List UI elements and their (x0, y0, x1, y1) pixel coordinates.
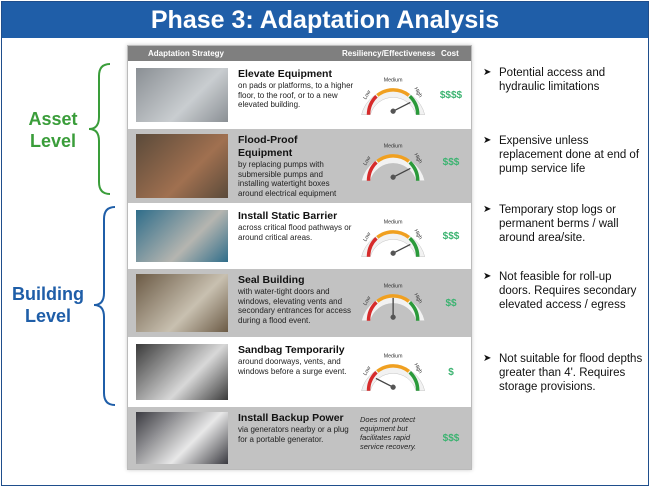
building-brace (93, 206, 116, 406)
gauge-high-label: High (412, 292, 423, 304)
strategy-photo (136, 210, 228, 262)
gauge-hub (390, 174, 396, 180)
strategy-title: Elevate Equipment (238, 68, 332, 80)
strategy-description: via generators nearby or a plug for a po… (238, 425, 349, 444)
note-text: Not feasible for roll-up doors. Requires… (499, 271, 637, 311)
strategy-note: Does not protect equipment but facilitat… (360, 415, 417, 451)
note-text: Potential access and hydraulic limitatio… (499, 67, 606, 93)
gauge-low-label: Low (362, 89, 372, 101)
effectiveness-gauge: Low Medium High (361, 283, 426, 321)
building-level-label: Building Level (12, 284, 84, 326)
gauge-hub (390, 314, 396, 320)
gauge-needle (392, 243, 411, 254)
gauge-medium-label: Medium (384, 219, 403, 225)
note-bullet: ➤ Expensive unless replacement done at en… (483, 134, 646, 176)
gauge-hub (390, 384, 396, 390)
gauge-medium-label: Medium (384, 77, 403, 83)
gauge-medium-label: Medium (384, 283, 403, 289)
strategy-description: across critical flood pathways or around… (238, 223, 352, 242)
note-text: Expensive unless replacement done at end… (499, 135, 640, 175)
cost-rating: $$ (445, 298, 457, 309)
cost-rating: $$$ (442, 231, 460, 242)
header-strategy: Adaptation Strategy (148, 49, 225, 58)
cost-rating: $$$ (442, 157, 460, 168)
effectiveness-gauge: Low Medium High (361, 219, 426, 257)
strategy-photo (136, 412, 228, 464)
strategy-description: around doorways, vents, and windows befo… (238, 357, 347, 376)
strategy-description: by replacing pumps with submersible pump… (238, 160, 337, 198)
header-resiliency: Resiliency/Effectiveness (342, 49, 436, 58)
gauge-medium-label: Medium (384, 353, 403, 359)
cost-rating: $$$ (442, 433, 460, 444)
strategy-title: Seal Building (238, 274, 305, 286)
gauge-low-label: Low (362, 155, 372, 167)
strategy-title: Flood-Proof Equipment (238, 134, 298, 159)
note-text: Temporary stop logs or permanent berms /… (499, 204, 619, 244)
gauge-high-label: High (412, 152, 423, 164)
strategy-title: Install Static Barrier (238, 210, 338, 222)
slide-title: Phase 3: Adaptation Analysis (2, 2, 648, 38)
cost-rating: $ (448, 367, 454, 378)
effectiveness-gauge: Low Medium High (361, 143, 426, 181)
strategy-title: Sandbag Temporarily (238, 344, 345, 356)
effectiveness-gauge: Low Medium High (361, 353, 426, 391)
strategy-photo (136, 274, 228, 332)
gauge-high-label: High (412, 362, 423, 374)
strategy-photo (136, 344, 228, 400)
gauge-low-label: Low (362, 231, 372, 243)
strategy-description: on pads or platforms, to a higher floor,… (238, 81, 354, 109)
gauge-low-label: Low (362, 365, 372, 377)
gauge-needle (375, 377, 394, 388)
gauge-high-label: High (412, 228, 423, 240)
gauge-needle (392, 101, 411, 112)
arrow-bullet-icon: ➤ (483, 204, 492, 215)
cost-rating: $$$$ (439, 90, 463, 101)
gauge-high-label: High (412, 86, 423, 98)
strategy-photo (136, 68, 228, 122)
table-header: Adaptation Strategy Resiliency/Effective… (128, 46, 471, 61)
gauge-needle (392, 167, 411, 178)
arrow-bullet-icon: ➤ (483, 67, 492, 78)
note-bullet: ➤ Not suitable for flood depths greater t… (483, 352, 646, 394)
asset-level-label: Asset Level (28, 109, 78, 151)
gauge-medium-label: Medium (384, 143, 403, 149)
asset-brace (88, 63, 111, 195)
arrow-bullet-icon: ➤ (483, 271, 492, 282)
arrow-bullet-icon: ➤ (483, 135, 492, 146)
strategy-table: Adaptation Strategy Resiliency/Effective… (127, 45, 472, 470)
header-cost: Cost (441, 49, 459, 58)
note-text: Not suitable for flood depths greater th… (499, 353, 643, 393)
gauge-hub (390, 108, 396, 114)
note-bullet: ➤ Not feasible for roll-up doors. Require… (483, 270, 646, 312)
note-bullet: ➤ Potential access and hydraulic limitati… (483, 66, 646, 94)
note-bullet: ➤ Temporary stop logs or permanent berms … (483, 203, 646, 245)
gauge-low-label: Low (362, 295, 372, 307)
gauge-hub (390, 250, 396, 256)
effectiveness-gauge: Low Medium High (361, 77, 426, 115)
strategy-photo (136, 134, 228, 198)
strategy-description: with water-tight doors and windows, elev… (238, 287, 351, 325)
strategy-title: Install Backup Power (238, 412, 344, 424)
arrow-bullet-icon: ➤ (483, 353, 492, 364)
